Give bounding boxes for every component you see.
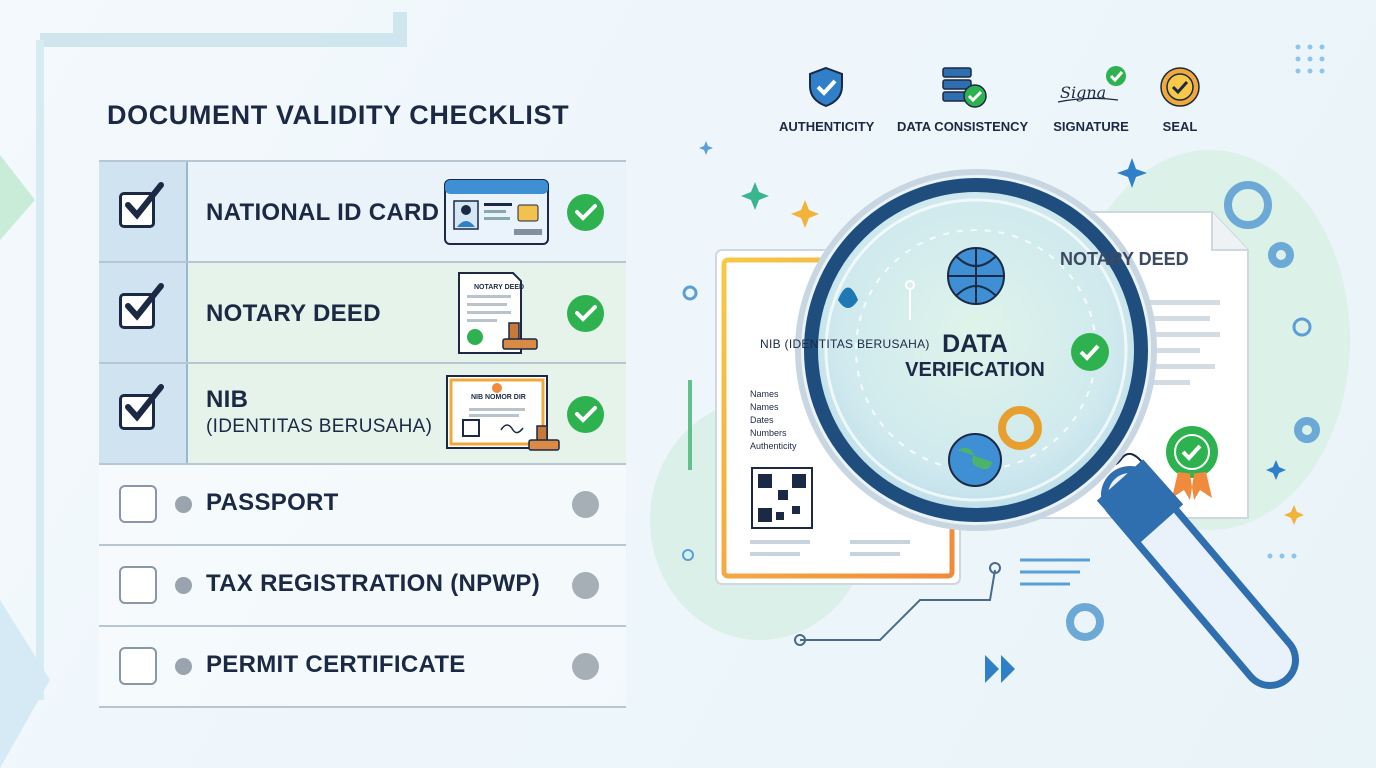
checklist-item-label: NATIONAL ID CARD <box>206 199 440 226</box>
criteria-label: SEAL <box>1162 119 1198 134</box>
pending-status-icon <box>572 572 599 599</box>
valid-check-icon <box>567 295 604 332</box>
verification-line-2: VERIFICATION <box>905 359 1045 381</box>
checkbox-unchecked[interactable] <box>119 647 157 685</box>
checklist-item-nib[interactable]: NIB (IDENTITAS BERUSAHA) NIB NOMOR DIR <box>99 364 626 465</box>
pending-status-icon <box>572 653 599 680</box>
criteria-label: DATA CONSISTENCY <box>897 119 1029 134</box>
right-document-title: NOTARY DEED <box>1060 249 1189 269</box>
bullet-dot <box>175 496 192 513</box>
verification-line-1: DATA <box>942 330 1008 358</box>
checklist-item-label: TAX REGISTRATION (NPWP) <box>206 570 540 597</box>
checklist-item-passport[interactable]: PASSPORT <box>99 465 626 546</box>
doc-field: Authenticity <box>750 441 797 451</box>
criteria-label: SIGNATURE <box>1053 119 1129 134</box>
checkbox-checked[interactable] <box>119 182 164 228</box>
doc-field: Dates <box>750 415 774 425</box>
valid-check-icon <box>567 194 604 231</box>
doc-field: Names <box>750 402 779 412</box>
notary-deed-thumbnail-icon <box>458 272 538 354</box>
signature-check-icon: Signa <box>1057 66 1126 103</box>
checkbox-unchecked[interactable] <box>119 566 157 604</box>
notary-thumbnail-title: NOTARY DEED <box>474 284 525 291</box>
signature-script: Signa <box>1060 83 1106 102</box>
pending-status-icon <box>572 491 599 518</box>
shield-check-icon <box>809 66 843 108</box>
seal-check-icon <box>1160 67 1200 107</box>
bullet-dot <box>175 577 192 594</box>
page-title: DOCUMENT VALIDITY CHECKLIST <box>107 100 570 130</box>
nib-certificate-thumbnail-icon <box>446 375 560 451</box>
checklist-item-permit-certificate[interactable]: PERMIT CERTIFICATE <box>99 627 626 708</box>
checklist-item-label: NIB (IDENTITAS BERUSAHA) <box>206 386 432 438</box>
id-card-icon <box>444 179 549 245</box>
nib-sublabel: (IDENTITAS BERUSAHA) <box>206 416 433 437</box>
bullet-dot <box>175 658 192 675</box>
database-check-icon <box>942 67 987 108</box>
checklist-item-label: NOTARY DEED <box>206 300 381 327</box>
checklist-item-notary-deed[interactable]: NOTARY DEED NOTARY DEED <box>99 263 626 364</box>
criteria-seal: SEAL <box>1158 66 1202 134</box>
checklist-item-label: PASSPORT <box>206 489 339 516</box>
criteria-data-consistency: DATA CONSISTENCY <box>897 66 1029 134</box>
criteria-signature: Signa SIGNATURE <box>1050 66 1132 134</box>
verification-criteria: AUTHENTICITY DATA CONSISTENCY Signa SIGN… <box>0 66 1376 136</box>
valid-check-icon <box>567 396 604 433</box>
doc-field: Numbers <box>750 428 787 438</box>
checklist-item-label: PERMIT CERTIFICATE <box>206 651 466 678</box>
left-document-fields: Names Names Dates Numbers Authenticity <box>750 388 797 453</box>
nib-thumbnail-title: NIB NOMOR DIR <box>471 394 526 401</box>
criteria-authenticity: AUTHENTICITY <box>779 66 875 134</box>
criteria-label: AUTHENTICITY <box>779 119 875 134</box>
checklist: NATIONAL ID CARD NOTARY DEED NOT <box>99 160 626 708</box>
checkbox-unchecked[interactable] <box>119 485 157 523</box>
checkbox-checked[interactable] <box>119 384 164 430</box>
doc-field: Names <box>750 389 779 399</box>
checklist-item-tax-registration[interactable]: TAX REGISTRATION (NPWP) <box>99 546 626 627</box>
left-document-title: NIB (IDENTITAS BERUSAHA) <box>760 337 930 351</box>
data-verification-label: DATA VERIFICATION <box>900 330 1050 382</box>
checkbox-checked[interactable] <box>119 283 164 329</box>
checklist-item-national-id[interactable]: NATIONAL ID CARD <box>99 160 626 263</box>
nib-label: NIB <box>206 386 249 413</box>
